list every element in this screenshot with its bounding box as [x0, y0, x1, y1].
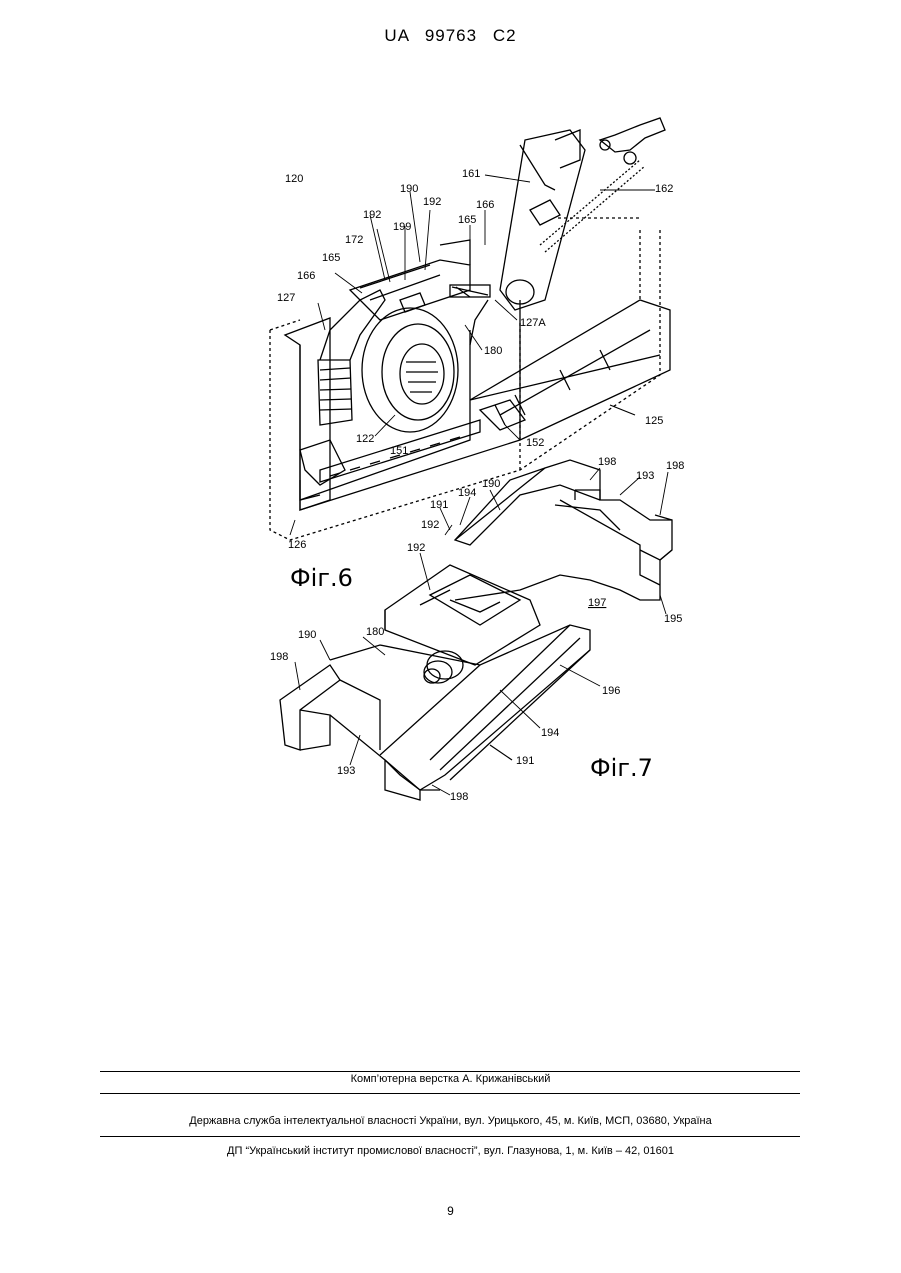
- figure-6-drawing: [270, 118, 670, 540]
- ref-label: 166: [297, 270, 315, 282]
- ref-label: 193: [337, 765, 355, 777]
- institute-address: ДП “Український інститут промислової вла…: [0, 1145, 901, 1157]
- ref-label: 195: [664, 613, 682, 625]
- ref-label: 191: [516, 755, 534, 767]
- ref-label: 198: [270, 651, 288, 663]
- ref-label: 172: [345, 234, 363, 246]
- ref-label: 180: [484, 345, 502, 357]
- agency-address: Державна служба інтелектуальної власност…: [0, 1115, 901, 1127]
- ref-label: 193: [636, 470, 654, 482]
- ref-label: 122: [356, 433, 374, 445]
- footer-rule: [100, 1093, 800, 1094]
- ref-label: 197: [588, 597, 606, 609]
- figure-7-drawing: [280, 460, 672, 800]
- ref-label: 165: [322, 252, 340, 264]
- ref-label: 165: [458, 214, 476, 226]
- ref-label: 199: [393, 221, 411, 233]
- ref-label: 196: [602, 685, 620, 697]
- ref-label: 198: [598, 456, 616, 468]
- ref-label: 192: [423, 196, 441, 208]
- figure-6-caption: Фіг.6: [290, 564, 353, 592]
- ref-label: 198: [450, 791, 468, 803]
- footer-rule: [100, 1136, 800, 1137]
- ref-label: 126: [288, 539, 306, 551]
- ref-label: 198: [666, 460, 684, 472]
- ref-label: 161: [462, 168, 480, 180]
- ref-label: 192: [421, 519, 439, 531]
- ref-label: 151: [390, 445, 408, 457]
- figure-7-leaders: [295, 468, 668, 795]
- ref-label: 127: [277, 292, 295, 304]
- ref-label: 194: [458, 487, 476, 499]
- ref-label: 190: [298, 629, 316, 641]
- ref-label: 194: [541, 727, 559, 739]
- ref-label: 166: [476, 199, 494, 211]
- ref-label: 191: [430, 499, 448, 511]
- figure-7-caption: Фіг.7: [590, 754, 653, 782]
- ref-label: 127A: [520, 317, 546, 329]
- ref-label: 125: [645, 415, 663, 427]
- ref-label: 190: [482, 478, 500, 490]
- ref-label: 190: [400, 183, 418, 195]
- footer-rule: [100, 1071, 800, 1072]
- page-number: 9: [0, 1204, 901, 1218]
- ref-label: 192: [407, 542, 425, 554]
- ref-label: 162: [655, 183, 673, 195]
- layout-credit: Комп’ютерна верстка А. Крижанівський: [0, 1073, 901, 1085]
- ref-label: 180: [366, 626, 384, 638]
- ref-label: 152: [526, 437, 544, 449]
- ref-label: 120: [285, 173, 303, 185]
- ref-label: 192: [363, 209, 381, 221]
